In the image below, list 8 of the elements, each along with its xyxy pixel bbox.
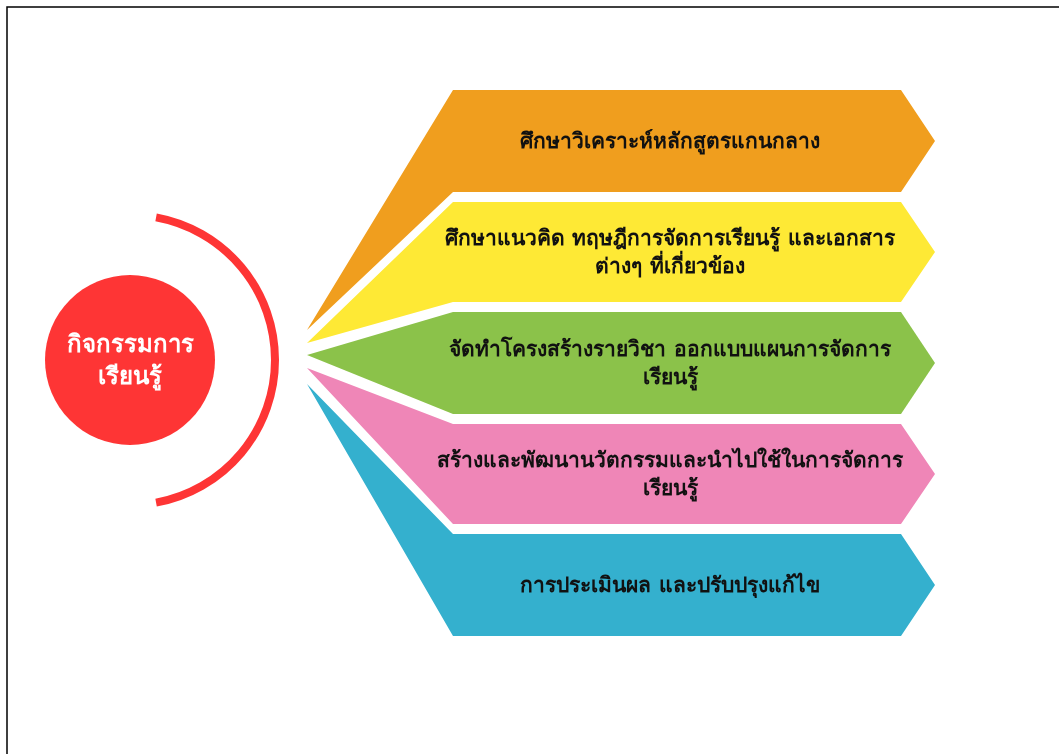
arrow-banner: [305, 312, 937, 414]
step-label: การประเมินผล และปรับปรุงแก้ไข: [519, 571, 821, 600]
arrow-banner: [305, 90, 937, 330]
hub-label: กิจกรรมการเรียนรู้: [65, 328, 195, 393]
step-label: ศึกษาวิเคราะห์หลักสูตรแกนกลาง: [519, 127, 821, 156]
step-label: จัดทำโครงสร้างรายวิชา ออกแบบแผนการจัดการเรียนรู้: [448, 335, 892, 392]
step-label: ศึกษาแนวคิด ทฤษฎีการจัดการเรียนรู้ และเอกสารต่างๆ ที่เกี่ยวข้อง: [444, 224, 896, 280]
step-label: สร้างและพัฒนานวัตกรรมและนำไปใช้ในการจัดการเรียนรู้: [436, 446, 904, 503]
